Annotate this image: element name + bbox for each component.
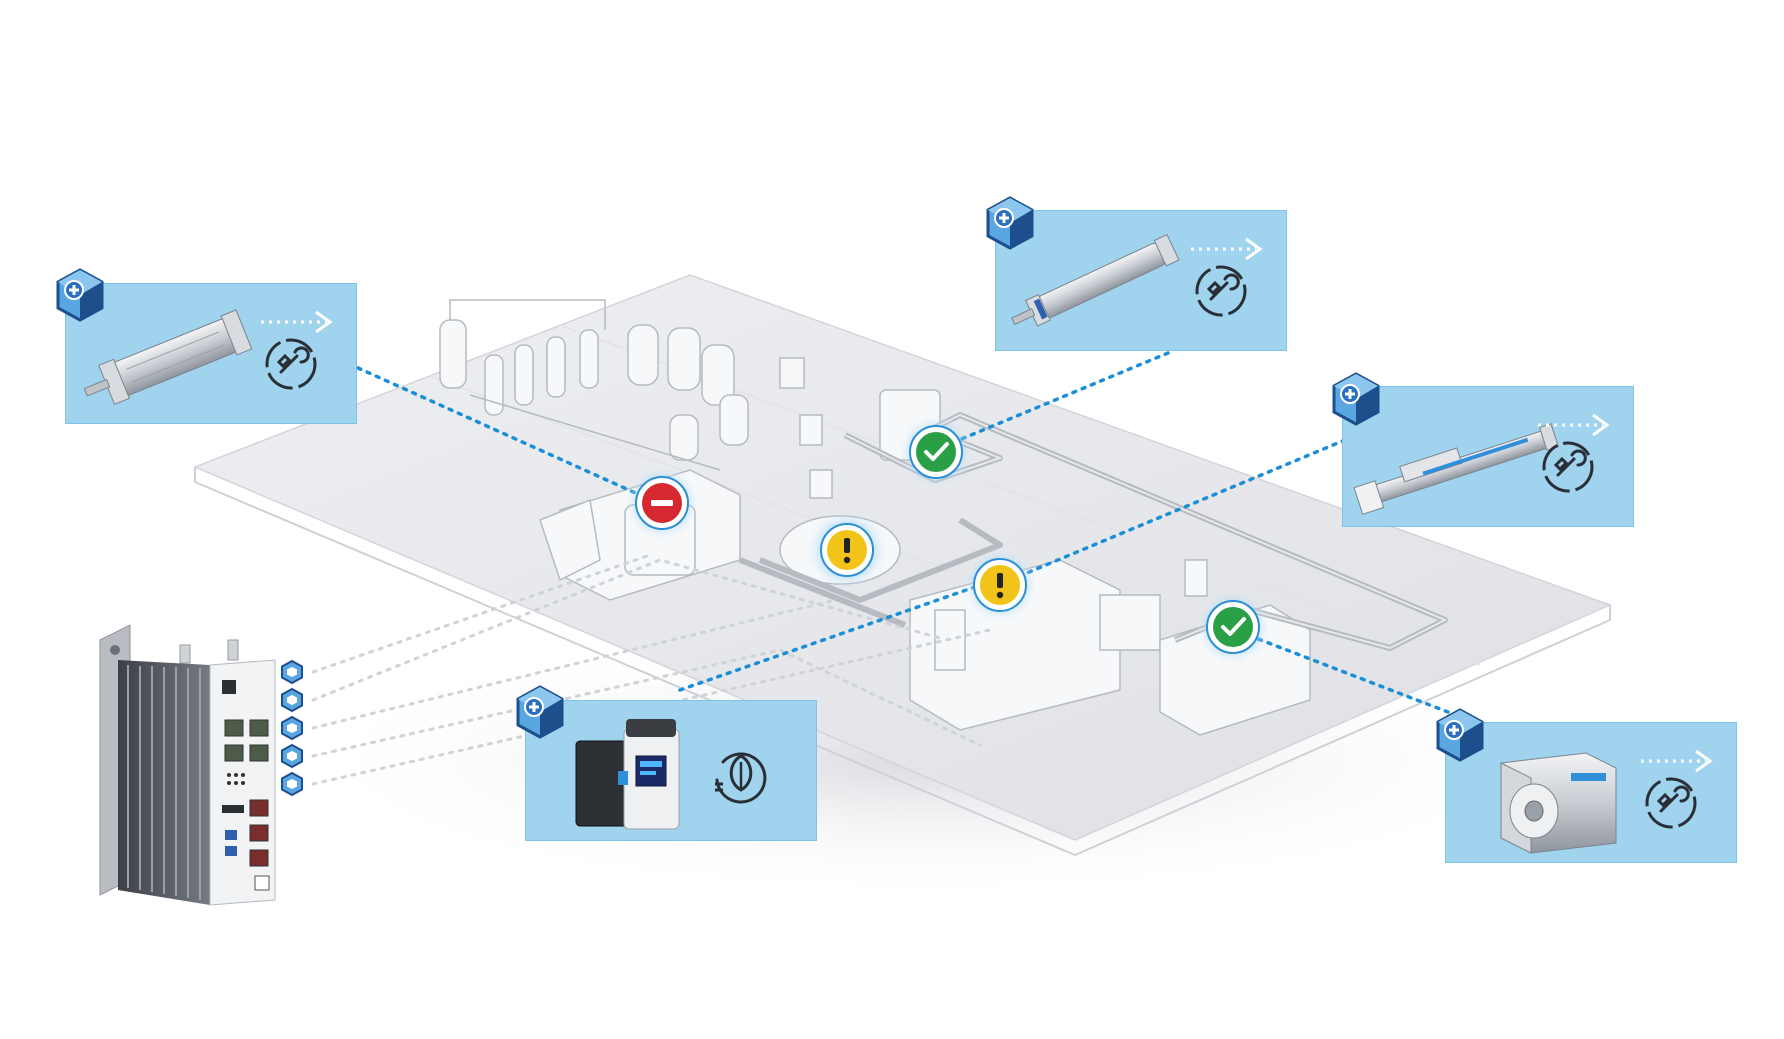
- mounting-hole: [110, 645, 120, 655]
- energy-leaf-plug-icon: [715, 752, 767, 804]
- connector-round-cylinder: [933, 351, 1170, 452]
- status-warning-packaging[interactable]: [963, 548, 1037, 622]
- pipe: [469, 394, 721, 471]
- linear-axis-illustration: [1353, 413, 1610, 515]
- card-profile-cylinder[interactable]: [65, 283, 357, 424]
- port-hex-icon: [281, 687, 303, 713]
- port-hex-icon: [281, 743, 303, 769]
- maintenance-wrench-icon: [265, 338, 317, 390]
- status-ok-end-of-line[interactable]: [1196, 590, 1270, 664]
- energy-module-illustration: [575, 719, 767, 830]
- hex-plus-badge-icon[interactable]: [52, 268, 108, 324]
- connector-compact-cylinder: [1238, 630, 1450, 714]
- card-round-cylinder[interactable]: [995, 210, 1287, 351]
- ok-icon: [916, 432, 956, 472]
- maintenance-wrench-icon: [1645, 777, 1697, 829]
- hopper: [539, 498, 601, 582]
- card-energy-module[interactable]: [525, 700, 817, 841]
- tank: [627, 324, 659, 386]
- ok-icon: [1213, 607, 1253, 647]
- tank: [667, 327, 701, 391]
- round-cylinder-illustration: [1011, 233, 1263, 327]
- tank: [579, 329, 599, 389]
- card-linear-axis[interactable]: [1342, 386, 1634, 527]
- cabinet: [809, 469, 833, 499]
- tank: [546, 336, 566, 398]
- maintenance-wrench-icon: [1195, 265, 1247, 317]
- exclamation-icon: [996, 591, 1004, 599]
- tank: [439, 319, 467, 389]
- check-icon: [924, 442, 949, 461]
- status-error-filler[interactable]: [625, 466, 699, 540]
- connector-1: [311, 553, 652, 674]
- tank: [669, 414, 699, 461]
- tank: [514, 344, 534, 406]
- plant-machinery: [439, 299, 1311, 736]
- profile-cylinder-illustration: [83, 309, 333, 405]
- port-hex-icon: [281, 715, 303, 741]
- exclamation-icon: [843, 556, 851, 564]
- conveyor-loop: [758, 517, 1003, 603]
- status-ok-conveyor[interactable]: [899, 415, 973, 489]
- card-compact-cylinder[interactable]: [1445, 722, 1737, 863]
- floor-edge: [194, 467, 1611, 857]
- hex-plus-badge-icon[interactable]: [1432, 708, 1488, 764]
- tank: [484, 354, 504, 416]
- cabinet: [779, 357, 805, 389]
- connector-5: [311, 628, 992, 786]
- connector-profile-cylinder: [356, 366, 642, 497]
- hex-plus-badge-icon[interactable]: [982, 196, 1038, 252]
- compact-cylinder-illustration: [1500, 749, 1713, 854]
- gateway-port-icons: [281, 659, 303, 797]
- connector-3: [311, 598, 837, 730]
- status-warning-rotary[interactable]: [807, 510, 887, 590]
- edge-gateway-device[interactable]: [99, 624, 276, 906]
- hex-plus-badge-icon[interactable]: [512, 685, 568, 741]
- conveyor-link: [738, 557, 907, 628]
- maintenance-wrench-icon: [1542, 441, 1594, 493]
- tank: [701, 344, 735, 406]
- hex-plus-badge-icon[interactable]: [1328, 372, 1384, 428]
- cabinet: [799, 414, 823, 446]
- port-hex-icon: [281, 659, 303, 685]
- connector-4: [311, 648, 982, 758]
- connector-2: [311, 558, 942, 702]
- tank: [719, 394, 749, 446]
- minus-icon: [651, 500, 673, 506]
- port-hex-icon: [281, 771, 303, 797]
- check-icon: [1221, 617, 1246, 636]
- robot-cell: [1099, 594, 1161, 651]
- connector-linear-axis: [1008, 438, 1347, 582]
- cabinet: [1184, 559, 1208, 597]
- gateway-connectors: [311, 553, 992, 786]
- end-station: [1159, 604, 1311, 736]
- pipe: [449, 299, 606, 330]
- product-connectors: [356, 351, 1450, 714]
